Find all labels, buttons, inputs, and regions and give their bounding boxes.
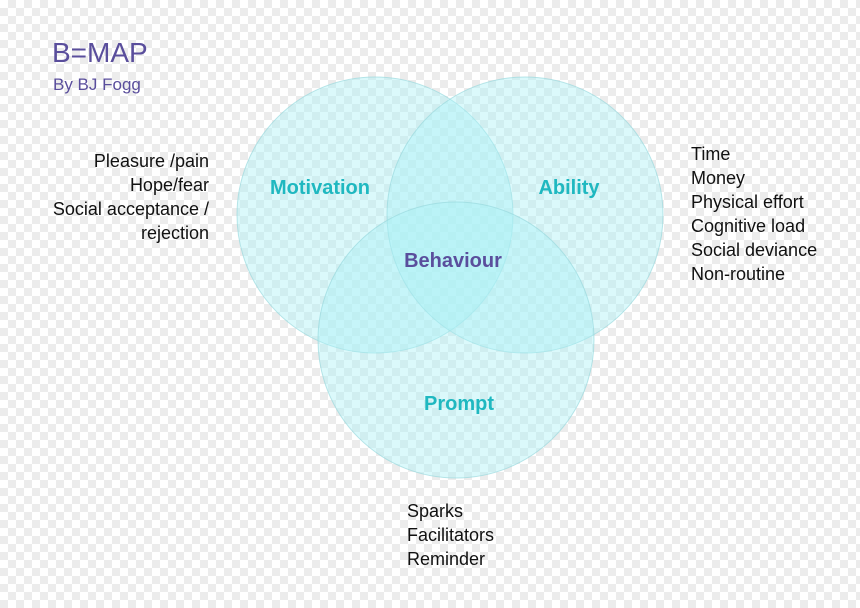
list-item: rejection — [140, 223, 209, 243]
behaviour-label: Behaviour — [404, 250, 502, 272]
list-item: Non-routine — [691, 264, 786, 284]
list-item: Social acceptance / — [52, 199, 209, 219]
prompt-label: Prompt — [424, 393, 494, 415]
ability-factors-list: Time Money Physical effort Cognitive loa… — [691, 142, 817, 286]
list-item: Sparks — [407, 501, 464, 521]
page-title: B=MAP — [52, 37, 148, 68]
motivation-label: Motivation — [270, 177, 370, 199]
list-item: Pleasure /pain — [93, 151, 209, 171]
ability-circle — [386, 76, 664, 354]
list-item: Facilitators — [407, 525, 495, 545]
page-subtitle: By BJ Fogg — [53, 75, 141, 94]
list-item: Time — [691, 144, 731, 164]
list-item: Physical effort — [691, 192, 804, 212]
list-item: Money — [691, 168, 746, 188]
list-item: Hope/fear — [129, 175, 209, 195]
ability-label: Ability — [538, 177, 600, 199]
prompt-factors-list: Sparks Facilitators Reminder — [407, 499, 494, 571]
list-item: Cognitive load — [691, 216, 806, 236]
motivation-factors-list: Pleasure /pain Hope/fear Social acceptan… — [53, 149, 209, 245]
list-item: Social deviance — [691, 240, 818, 260]
motivation-circle — [236, 76, 514, 354]
list-item: Reminder — [407, 549, 486, 569]
prompt-circle — [317, 201, 595, 479]
